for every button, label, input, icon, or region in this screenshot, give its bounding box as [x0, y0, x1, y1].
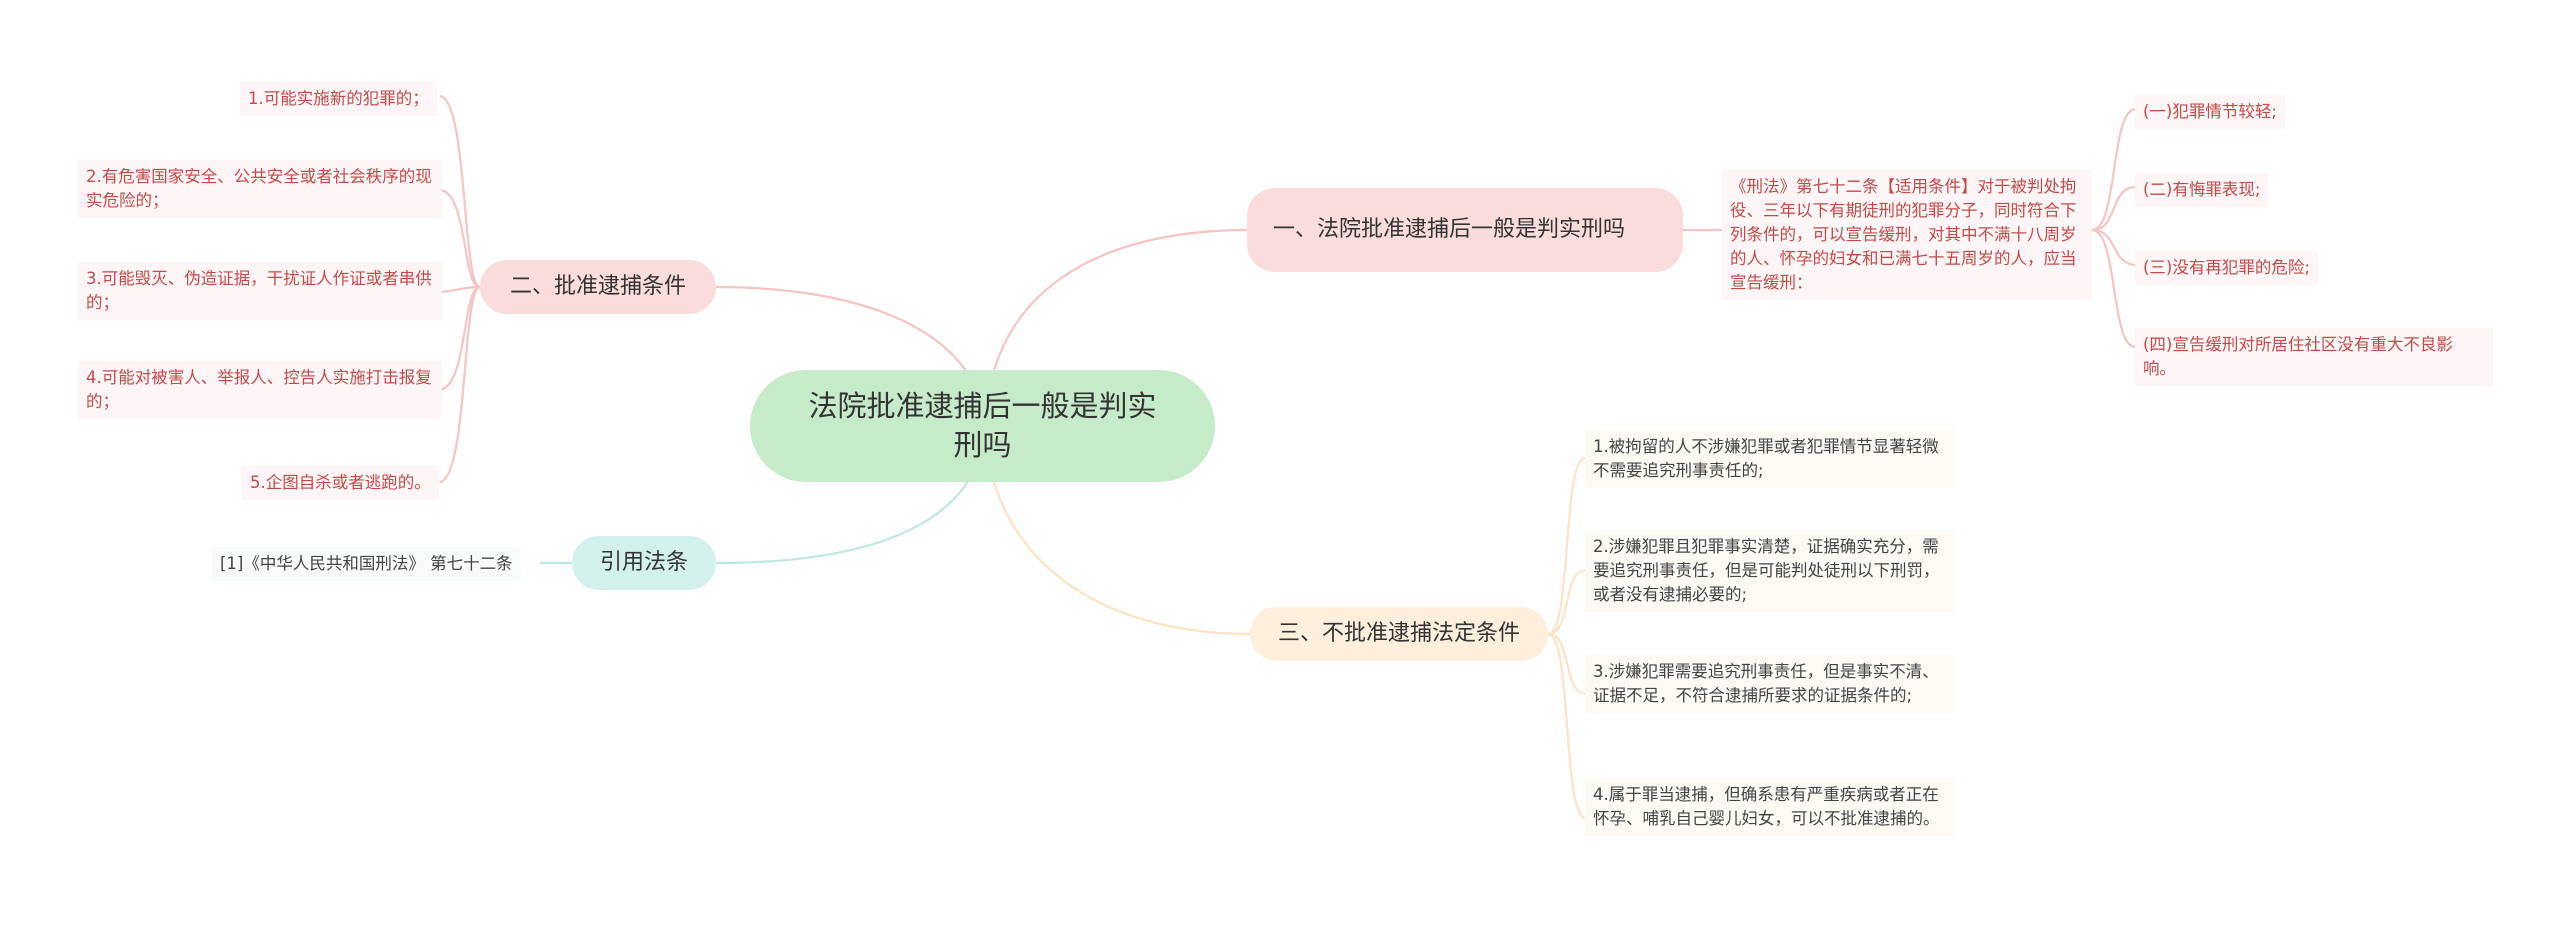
branch-1[interactable]: 一、法院批准逮捕后一般是判实刑吗	[1247, 188, 1683, 272]
link-desc-item2	[2091, 185, 2136, 232]
branch-4-item-1[interactable]: [1]《中华人民共和国刑法》 第七十二条	[212, 547, 521, 581]
link-b2-item3	[439, 285, 481, 294]
branch-4-item-1-text: [1]《中华人民共和国刑法》 第七十二条	[220, 554, 513, 573]
branch-2-item-2[interactable]: 2.有危害国家安全、公共安全或者社会秩序的现实危险的；	[78, 160, 442, 218]
root-topic[interactable]: 法院批准逮捕后一般是判实刑吗	[750, 370, 1215, 482]
branch-3-item-2[interactable]: 2.涉嫌犯罪且犯罪事实清楚，证据确实充分，需要追究刑事责任，但是可能判处徒刑以下…	[1585, 530, 1955, 612]
branch-3-item-3[interactable]: 3.涉嫌犯罪需要追究刑事责任，但是事实不清、证据不足，不符合逮捕所要求的证据条件…	[1585, 655, 1955, 713]
link-desc-item3	[2091, 228, 2136, 267]
branch-4[interactable]: 引用法条	[572, 536, 716, 590]
branch-2-item-4[interactable]: 4.可能对被害人、举报人、控告人实施打击报复的；	[78, 361, 442, 419]
branch-1-description-text: 《刑法》第七十二条【适用条件】对于被判处拘役、三年以下有期徒刑的犯罪分子，同时符…	[1730, 177, 2077, 292]
branch-1-item-2-text: (二)有悔罪表现;	[2143, 180, 2261, 199]
branch-2-item-5[interactable]: 5.企图自杀或者逃跑的。	[242, 466, 439, 500]
link-b2-item2	[439, 188, 481, 289]
branch-1-description[interactable]: 《刑法》第七十二条【适用条件】对于被判处拘役、三年以下有期徒刑的犯罪分子，同时符…	[1722, 170, 2092, 300]
branch-1-item-4[interactable]: (四)宣告缓刑对所居住社区没有重大不良影响。	[2135, 328, 2493, 386]
branch-3-item-1-text: 1.被拘留的人不涉嫌犯罪或者犯罪情节显著轻微不需要追究刑事责任的;	[1593, 437, 1939, 480]
link-b2-item5	[439, 285, 481, 484]
branch-3-item-2-text: 2.涉嫌犯罪且犯罪事实清楚，证据确实充分，需要追究刑事责任，但是可能判处徒刑以下…	[1593, 537, 1940, 604]
link-desc-item4	[2091, 228, 2136, 349]
branch-2-item-1[interactable]: 1.可能实施新的犯罪的；	[240, 82, 437, 116]
branch-3-item-3-text: 3.涉嫌犯罪需要追究刑事责任，但是事实不清、证据不足，不符合逮捕所要求的证据条件…	[1593, 662, 1939, 705]
branch-3[interactable]: 三、不批准逮捕法定条件	[1250, 607, 1548, 661]
branch-1-item-2[interactable]: (二)有悔罪表现;	[2135, 173, 2269, 207]
link-desc-items	[2091, 107, 2136, 232]
link-b3-item4	[1547, 632, 1586, 820]
branch-2[interactable]: 二、批准逮捕条件	[480, 260, 716, 314]
branch-1-item-1[interactable]: (一)犯罪情节较轻;	[2135, 95, 2285, 129]
branch-3-label: 三、不批准逮捕法定条件	[1277, 621, 1520, 646]
branch-2-label: 二、批准逮捕条件	[509, 274, 686, 299]
branch-4-label: 引用法条	[599, 550, 688, 575]
branch-3-item-4[interactable]: 4.属于罪当逮捕，但确系患有严重疾病或者正在怀孕、哺乳自己婴儿妇女，可以不批准逮…	[1585, 778, 1955, 836]
branch-1-item-4-text: (四)宣告缓刑对所居住社区没有重大不良影响。	[2143, 335, 2453, 378]
branch-2-item-5-text: 5.企图自杀或者逃跑的。	[250, 473, 431, 492]
branch-2-item-1-text: 1.可能实施新的犯罪的；	[248, 89, 429, 108]
link-b2-item1	[439, 94, 481, 289]
branch-2-item-4-text: 4.可能对被害人、举报人、控告人实施打击报复的；	[86, 368, 432, 411]
branch-1-item-3-text: (三)没有再犯罪的危险;	[2143, 258, 2310, 277]
link-b3-item2	[1547, 568, 1586, 636]
link-b3-item1	[1547, 456, 1586, 636]
branch-1-item-1-text: (一)犯罪情节较轻;	[2143, 102, 2277, 121]
link-b2-item4	[439, 285, 481, 392]
branch-3-item-1[interactable]: 1.被拘留的人不涉嫌犯罪或者犯罪情节显著轻微不需要追究刑事责任的;	[1585, 430, 1955, 488]
branch-2-item-3[interactable]: 3.可能毁灭、伪造证据，干扰证人作证或者串供的；	[78, 262, 442, 320]
link-b3-item3	[1547, 632, 1586, 696]
branch-1-item-3[interactable]: (三)没有再犯罪的危险;	[2135, 251, 2318, 285]
branch-3-item-4-text: 4.属于罪当逮捕，但确系患有严重疾病或者正在怀孕、哺乳自己婴儿妇女，可以不批准逮…	[1593, 785, 1940, 828]
root-topic-label: 法院批准逮捕后一般是判实刑吗	[808, 389, 1157, 462]
branch-2-item-2-text: 2.有危害国家安全、公共安全或者社会秩序的现实危险的；	[86, 167, 432, 210]
branch-1-label: 一、法院批准逮捕后一般是判实刑吗	[1273, 217, 1626, 242]
branch-2-item-3-text: 3.可能毁灭、伪造证据，干扰证人作证或者串供的；	[86, 269, 432, 312]
